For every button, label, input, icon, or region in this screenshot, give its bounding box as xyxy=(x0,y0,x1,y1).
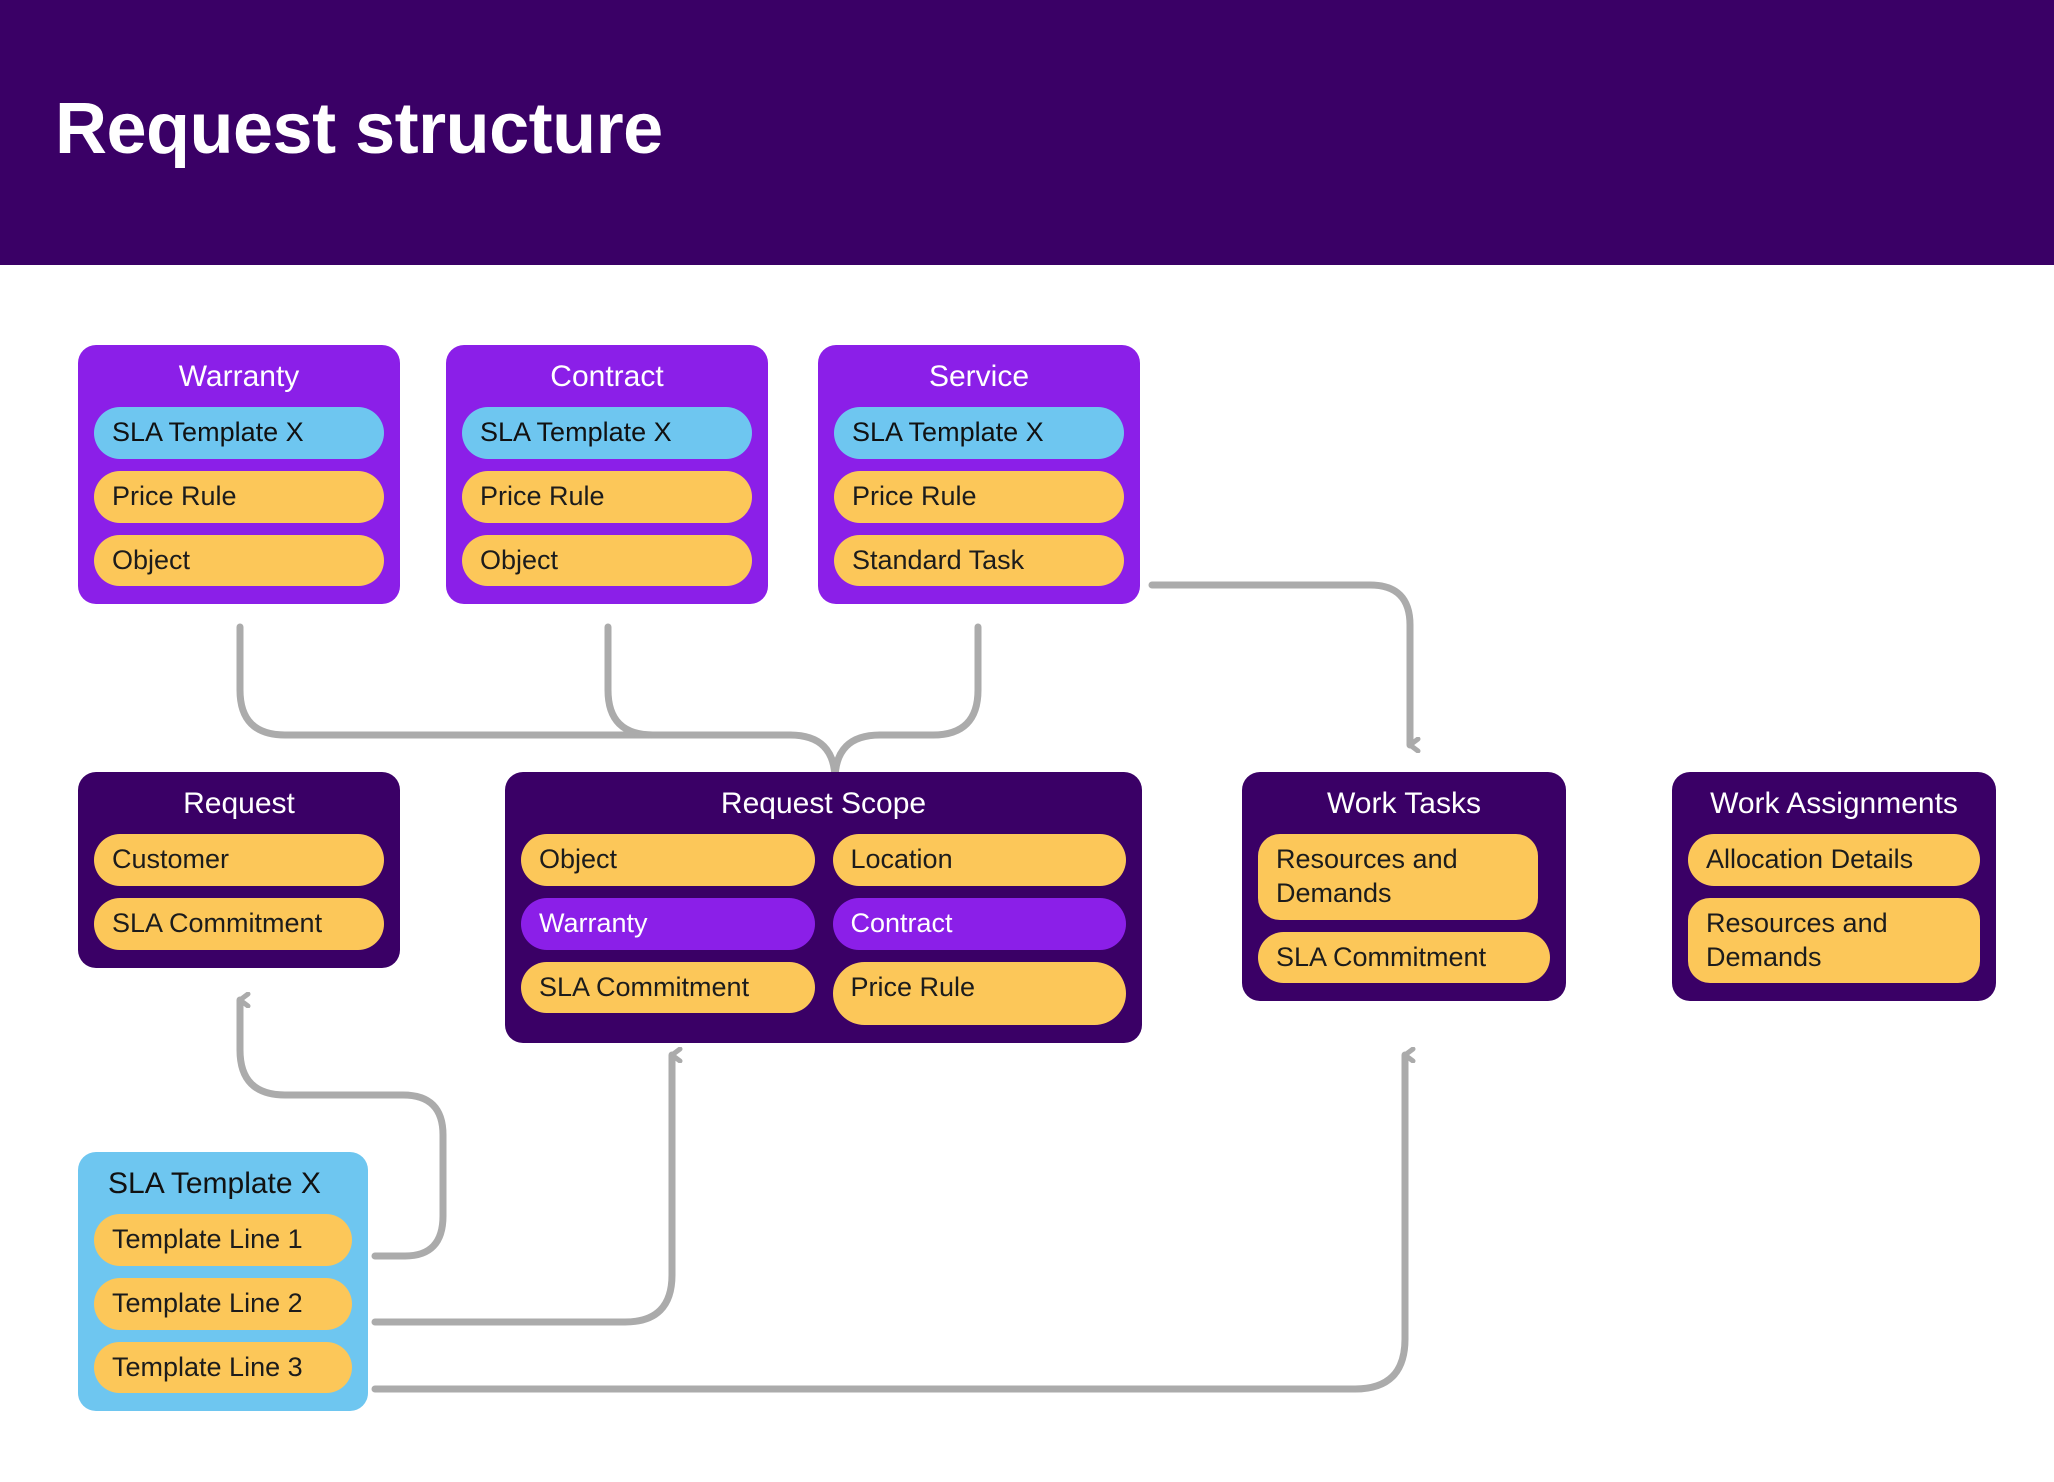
pill-service-standard-task[interactable]: Standard Task xyxy=(834,534,1124,587)
card-sla-template-x[interactable]: SLA Template X Template Line 1 Template … xyxy=(78,1152,368,1412)
pill-request-scope-contract[interactable]: Contract xyxy=(832,897,1126,950)
pill-service-price-rule[interactable]: Price Rule xyxy=(834,470,1124,523)
connector-template-line-3-to-work-tasks xyxy=(371,1055,1405,1393)
card-work-assignments[interactable]: Work Assignments Allocation Details Reso… xyxy=(1672,772,1996,1002)
connector-contract-to-request-scope xyxy=(604,623,794,739)
header-banner xyxy=(0,0,2054,265)
pill-request-customer[interactable]: Customer xyxy=(94,834,384,886)
card-warranty-title: Warranty xyxy=(178,360,300,393)
pill-contract-object[interactable]: Object xyxy=(462,534,752,587)
pill-work-assignments-resources-and-demands[interactable]: Resources and Demands xyxy=(1688,897,1980,984)
card-request[interactable]: Request Customer SLA Commitment xyxy=(78,772,400,968)
pill-warranty-object[interactable]: Object xyxy=(94,534,384,587)
pill-warranty-sla-template[interactable]: SLA Template X xyxy=(94,407,384,459)
card-request-title: Request xyxy=(183,787,295,820)
connector-template-line-2-to-request-scope xyxy=(371,1055,672,1326)
card-warranty[interactable]: Warranty SLA Template X Price Rule Objec… xyxy=(78,345,400,605)
card-contract-title: Contract xyxy=(550,360,664,393)
pill-work-tasks-resources-and-demands[interactable]: Resources and Demands xyxy=(1258,834,1538,920)
pill-request-scope-object[interactable]: Object xyxy=(521,834,815,886)
pill-work-assignments-allocation-details[interactable]: Allocation Details xyxy=(1688,834,1980,886)
card-sla-template-x-title: SLA Template X xyxy=(108,1167,321,1200)
card-request-scope[interactable]: Request Scope Object Location Warranty C… xyxy=(505,772,1142,1044)
pill-request-scope-warranty[interactable]: Warranty xyxy=(521,897,815,950)
pill-service-sla-template[interactable]: SLA Template X xyxy=(834,407,1124,459)
pill-work-tasks-sla-commitment[interactable]: SLA Commitment xyxy=(1258,931,1550,984)
card-work-tasks[interactable]: Work Tasks Resources and Demands SLA Com… xyxy=(1242,772,1566,1002)
pill-template-line-2[interactable]: Template Line 2 xyxy=(94,1277,352,1330)
pill-request-scope-sla-commitment[interactable]: SLA Commitment xyxy=(521,961,815,1014)
connector-service-to-request-scope xyxy=(876,623,982,739)
pill-request-scope-price-rule[interactable]: Price Rule xyxy=(832,961,1126,1026)
card-work-assignments-title: Work Assignments xyxy=(1710,787,1958,820)
connector-standard-task-to-work-tasks xyxy=(1148,581,1410,745)
card-service-title: Service xyxy=(928,360,1030,393)
pill-template-line-1[interactable]: Template Line 1 xyxy=(94,1214,352,1266)
connector-warranty-to-request-scope xyxy=(236,623,794,739)
pill-contract-price-rule[interactable]: Price Rule xyxy=(462,470,752,523)
card-work-tasks-title: Work Tasks xyxy=(1327,787,1481,820)
pill-request-sla-commitment[interactable]: SLA Commitment xyxy=(94,897,384,950)
page-title: Request structure xyxy=(55,89,663,169)
pill-template-line-3[interactable]: Template Line 3 xyxy=(94,1341,352,1394)
card-service[interactable]: Service SLA Template X Price Rule Standa… xyxy=(818,345,1140,605)
pill-request-scope-location[interactable]: Location xyxy=(832,834,1126,886)
card-contract[interactable]: Contract SLA Template X Price Rule Objec… xyxy=(446,345,768,605)
card-request-scope-title: Request Scope xyxy=(720,787,927,820)
pill-warranty-price-rule[interactable]: Price Rule xyxy=(94,470,384,523)
pill-contract-sla-template[interactable]: SLA Template X xyxy=(462,407,752,459)
